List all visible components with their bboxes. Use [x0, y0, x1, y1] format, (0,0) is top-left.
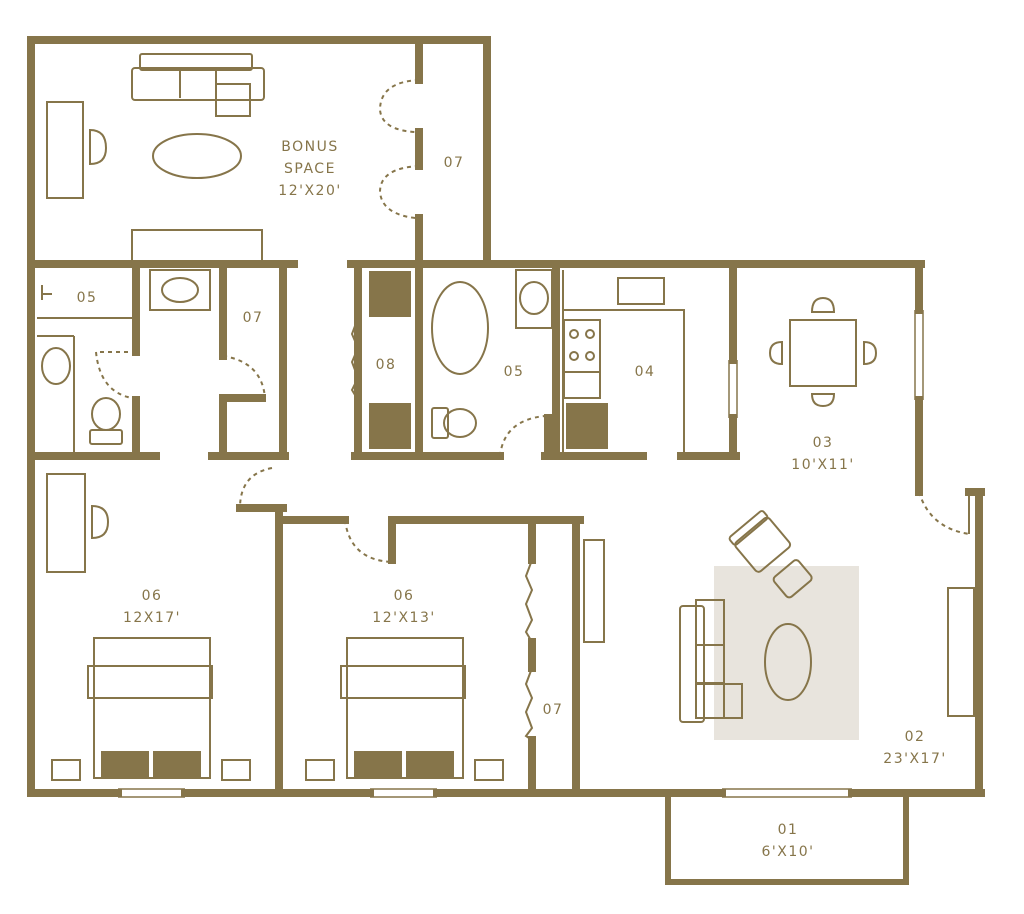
balcony-label: 01 [778, 822, 799, 838]
sofa-icon [131, 67, 265, 101]
desk-icon [46, 101, 84, 199]
bedroom-left-label: 06 [142, 588, 163, 604]
kitchen-fixtures [562, 270, 685, 452]
room-labels: BONUS SPACE 12'X20' 07 05 07 08 05 04 03… [77, 139, 946, 860]
sink-icon [519, 281, 549, 315]
living-label: 02 [905, 729, 926, 745]
bed-icon [93, 637, 211, 779]
living-size: 23'X17' [883, 751, 946, 767]
laundry-label: 08 [376, 357, 397, 373]
windows [118, 310, 924, 798]
bath-left-fixtures [37, 269, 211, 452]
dining-label: 03 [813, 435, 834, 451]
bedroom-mid-label: 06 [394, 588, 415, 604]
tv-stand-icon [131, 229, 263, 265]
armchair-icon [734, 516, 792, 573]
washer-icon [369, 271, 411, 317]
closet-top-label: 07 [444, 155, 465, 171]
bed-icon [346, 637, 464, 779]
nightstand-icon [474, 759, 504, 781]
desk-icon [46, 473, 86, 573]
bedroom-mid-furniture [305, 637, 504, 781]
toilet-icon [431, 407, 449, 439]
bath-mid-label: 05 [504, 364, 525, 380]
nightstand-icon [221, 759, 251, 781]
balcony-size: 6'X10' [761, 844, 814, 860]
coffee-table-icon [764, 623, 812, 701]
bedroom-left-size: 12X17' [123, 610, 181, 626]
dining-table-icon [789, 319, 857, 387]
bath-mid-fixtures [431, 269, 553, 439]
walls [27, 36, 985, 885]
living-furniture [583, 510, 975, 723]
bonus-furniture [46, 53, 265, 265]
tv-console-icon [947, 587, 975, 717]
nightstand-icon [305, 759, 335, 781]
closet-mid-label: 07 [543, 702, 564, 718]
stove-icon [563, 319, 601, 373]
nightstand-icon [51, 759, 81, 781]
doors [94, 79, 970, 741]
kitchen-sink-icon [617, 277, 665, 305]
bedroom-mid-size: 12'X13' [372, 610, 435, 626]
closet-left-label: 07 [243, 310, 264, 326]
sink-icon [41, 347, 71, 385]
bonus-label-line2: SPACE [284, 161, 336, 177]
bath-left-label: 05 [77, 290, 98, 306]
toilet-icon [89, 429, 123, 445]
living-room-rug [714, 566, 859, 740]
dining-size: 10'X11' [791, 457, 854, 473]
bedroom-left-furniture [46, 473, 251, 781]
fridge-icon [566, 403, 608, 449]
bathtub-icon [431, 281, 489, 375]
dining-furniture [768, 296, 878, 408]
bonus-label-line1: BONUS [281, 139, 338, 155]
sofa-icon [679, 605, 705, 723]
laundry-fixtures [369, 271, 411, 449]
kitchen-label: 04 [635, 364, 656, 380]
dryer-icon [369, 403, 411, 449]
coffee-table-icon [152, 133, 242, 179]
bonus-size: 12'X20' [278, 183, 341, 199]
